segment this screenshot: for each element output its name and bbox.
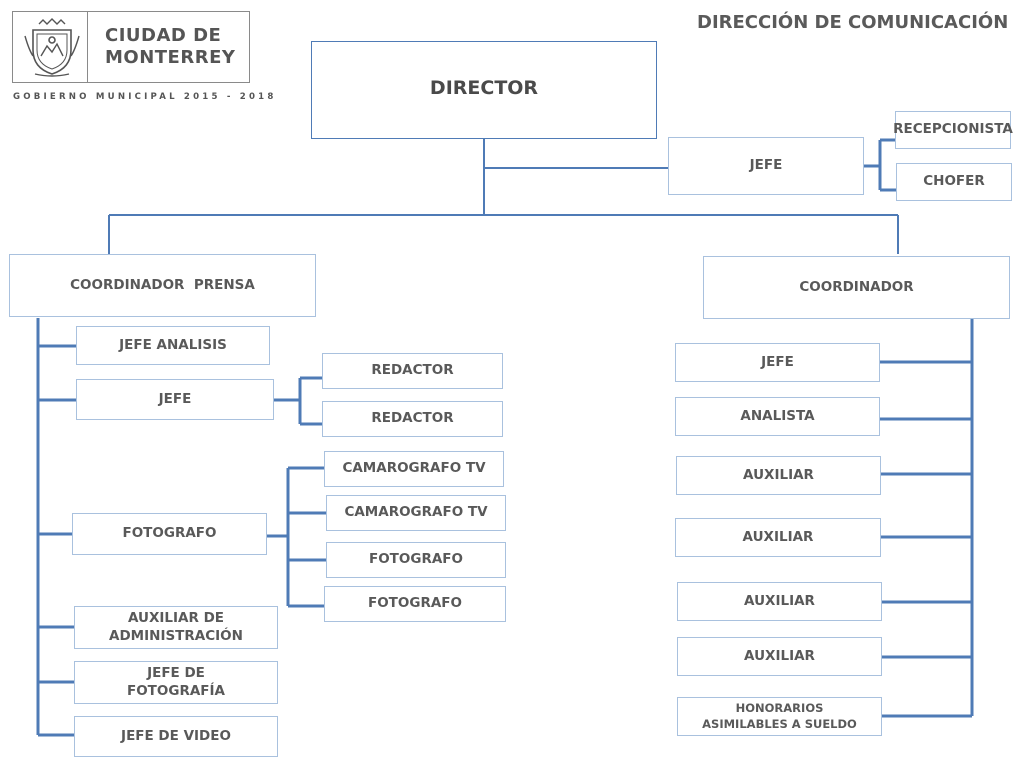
auxiliar-box-4: AUXILIAR (677, 637, 882, 676)
coordinador-right-box: COORDINADOR (703, 256, 1010, 319)
director-label: DIRECTOR (429, 77, 539, 99)
auxiliar-box-1: AUXILIAR (676, 456, 881, 495)
analista-box: ANALISTA (675, 397, 880, 436)
auxiliar-box-2: AUXILIAR (675, 518, 881, 557)
logo-name-line2: MONTERREY (105, 47, 236, 68)
jefe-video-label: JEFE DE VIDEO (121, 727, 231, 744)
director-box: DIRECTOR (311, 41, 657, 139)
fotografo-label: FOTOGRAFO (122, 525, 217, 542)
redactor-label-1: REDACTOR (371, 362, 454, 379)
honorarios-line2: ASIMILABLES A SUELDO (702, 716, 857, 731)
fotografo-box: FOTOGRAFO (72, 513, 267, 555)
jefe-analisis-label: JEFE ANALISIS (119, 336, 227, 353)
jefe-left-box: JEFE (76, 379, 274, 420)
camarografo-box-1: CAMAROGRAFO TV (324, 451, 504, 487)
auxiliar-box-3: AUXILIAR (677, 582, 882, 621)
camarografo-label-2: CAMAROGRAFO TV (344, 504, 488, 521)
jefe-left-label: JEFE (158, 390, 192, 407)
jefe-fotografia-box: JEFE DE FOTOGRAFÍA (74, 661, 278, 704)
coordinador-prensa-label: COORDINADOR PRENSA (70, 276, 255, 293)
auxiliar-label-4: AUXILIAR (744, 647, 815, 664)
honorarios-line1: HONORARIOS (735, 700, 824, 715)
auxiliar-label-2: AUXILIAR (742, 528, 814, 545)
coordinador-right-label: COORDINADOR (799, 278, 914, 295)
coordinador-prensa-box: COORDINADOR PRENSA (9, 254, 316, 317)
camarografo-box-2: CAMAROGRAFO TV (326, 495, 506, 531)
city-seal-icon (24, 18, 80, 77)
logo-box: CIUDAD DE MONTERREY (12, 11, 250, 83)
jefe-fotografia-line2: FOTOGRAFÍA (126, 682, 225, 699)
jefe-fotografia-line1: JEFE DE (147, 664, 205, 681)
fotografo-sub-box-1: FOTOGRAFO (326, 542, 506, 578)
logo-subtitle: GOBIERNO MUNICIPAL 2015 - 2018 (13, 92, 277, 102)
honorarios-box: HONORARIOS ASIMILABLES A SUELDO (677, 697, 882, 736)
logo-divider (87, 12, 88, 82)
auxiliar-administracion-box: AUXILIAR DE ADMINISTRACIÓN (74, 606, 278, 649)
page-title: DIRECCIÓN DE COMUNICACIÓN (697, 12, 1009, 33)
jefe-right-box: JEFE (675, 343, 880, 382)
fotografo-sub-box-2: FOTOGRAFO (324, 586, 506, 622)
auxiliar-label-3: AUXILIAR (744, 592, 815, 609)
fotografo-sub-label-1: FOTOGRAFO (368, 551, 463, 568)
fotografo-sub-label-2: FOTOGRAFO (367, 595, 462, 612)
auxiliar-label-1: AUXILIAR (743, 466, 814, 483)
auxiliar-administracion-line2: ADMINISTRACIÓN (109, 627, 243, 644)
recepcionista-box: RECEPCIONISTA (893, 111, 1013, 149)
recepcionista-label: RECEPCIONISTA (893, 121, 1013, 138)
redactor-box-1: REDACTOR (322, 353, 503, 389)
chofer-box: CHOFER (896, 163, 1012, 201)
jefe-right-label: JEFE (761, 353, 794, 370)
redactor-box-2: REDACTOR (322, 401, 503, 437)
camarografo-label-1: CAMAROGRAFO TV (342, 460, 486, 477)
analista-label: ANALISTA (740, 407, 815, 424)
jefe-top-box: JEFE (668, 137, 864, 195)
logo-name: CIUDAD DE MONTERREY (105, 25, 235, 69)
jefe-analisis-box: JEFE ANALISIS (76, 326, 270, 365)
redactor-label-2: REDACTOR (371, 410, 454, 427)
logo-name-line1: CIUDAD DE (105, 25, 222, 46)
jefe-video-box: JEFE DE VIDEO (74, 716, 278, 757)
jefe-top-label: JEFE (749, 157, 783, 174)
chofer-label: CHOFER (923, 173, 985, 190)
auxiliar-administracion-line1: AUXILIAR DE (127, 609, 225, 626)
